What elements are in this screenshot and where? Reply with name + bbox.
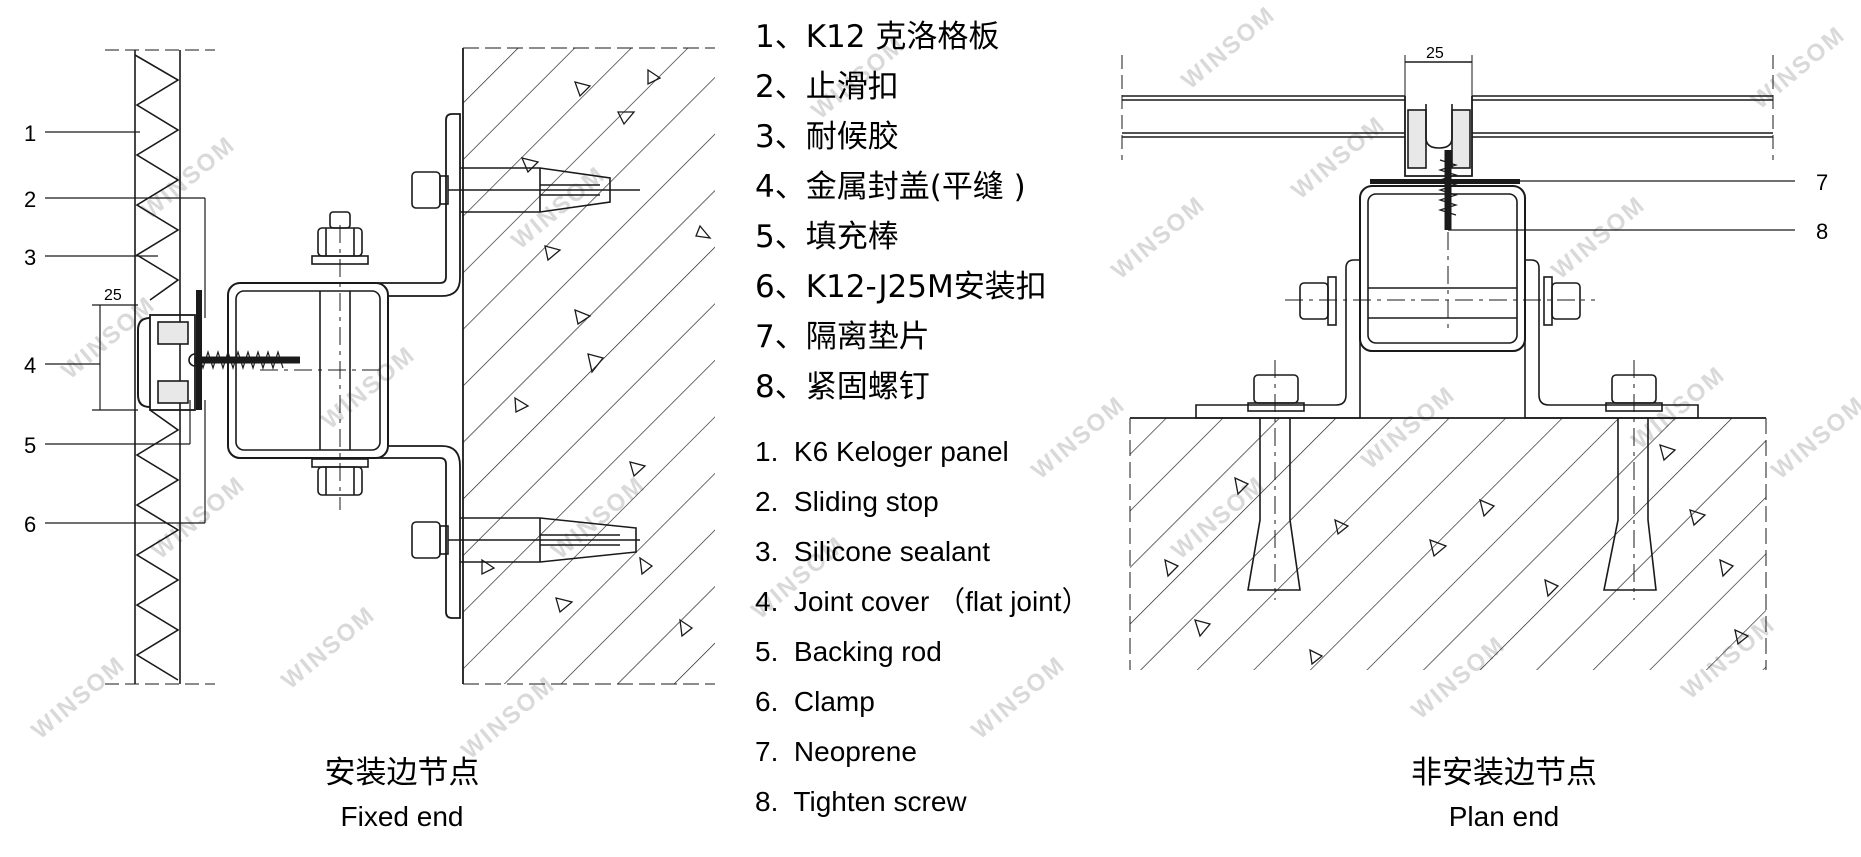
watermark-mark: WINSOM: [277, 601, 381, 695]
legend-en-item-2: 2. Sliding stop: [755, 486, 939, 517]
slab-aggregate-marks: [1164, 444, 1750, 666]
fixed-end-callout-leaders: [45, 131, 206, 524]
concrete-wall-hatch: [463, 48, 715, 684]
fixed-end-caption-en: Fixed end: [341, 801, 464, 832]
fixed-end-callout-6: 6: [24, 512, 36, 537]
legend-en-item-7: 7. Neoprene: [755, 736, 917, 767]
watermark-mark: WINSOM: [27, 651, 131, 745]
watermark-mark: WINSOM: [967, 651, 1071, 745]
fixed-end-callout-3: 3: [24, 245, 36, 270]
legend-chinese: 1、K12 克洛格板 2、止滑扣 3、耐候胶 4、金属封盖(平缝 ) 5、填充棒…: [755, 19, 1047, 405]
legend-en-item-5: 5. Backing rod: [755, 636, 942, 667]
watermark-mark: WINSOM: [147, 471, 251, 565]
concrete-slab-hatch: [1130, 418, 1766, 670]
plan-end-dimension: 25: [1426, 45, 1444, 62]
legend-zh-item-1: 1、K12 克洛格板: [755, 19, 999, 55]
fixed-end-callout-1: 1: [24, 121, 36, 146]
watermark-mark: WINSOM: [1107, 191, 1211, 285]
watermark-mark: WINSOM: [1027, 391, 1131, 485]
legend-en-item-8: 8. Tighten screw: [755, 786, 967, 817]
legend-en-item-3: 3. Silicone sealant: [755, 536, 990, 567]
watermark-mark: WINSOM: [1287, 111, 1391, 205]
legend-zh-item-2: 2、止滑扣: [755, 69, 899, 105]
concrete-aggregate-marks: [481, 68, 712, 638]
legend-zh-item-8: 8、紧固螺钉: [755, 369, 930, 405]
legend-en-item-1: 1. K6 Keloger panel: [755, 436, 1009, 467]
fixed-end-caption-zh: 安装边节点: [325, 755, 480, 791]
legend-zh-item-4: 4、金属封盖(平缝 ): [755, 169, 1026, 205]
fixed-end-dimension: 25: [104, 287, 122, 304]
plan-end-callout-7: 7: [1816, 170, 1828, 195]
legend-zh-item-6: 6、K12-J25M安装扣: [755, 269, 1047, 305]
watermark-mark: WINSOM: [1767, 391, 1861, 485]
legend-en-item-4: 4. Joint cover （flat joint）: [755, 586, 1090, 617]
plan-end-caption-en: Plan end: [1449, 801, 1560, 832]
watermark-mark: WINSOM: [1547, 191, 1651, 285]
fixed-end-callout-5: 5: [24, 433, 36, 458]
watermark-mark: WINSOM: [1177, 1, 1281, 95]
legend-en-item-6: 6. Clamp: [755, 686, 875, 717]
legend-zh-item-3: 3、耐候胶: [755, 119, 899, 155]
plan-end-callout-leaders: [1448, 180, 1795, 231]
legend-zh-item-5: 5、填充棒: [755, 219, 899, 255]
watermark-mark: WINSOM: [457, 671, 561, 765]
fixed-end-callout-4: 4: [24, 353, 36, 378]
plan-end-callout-8: 8: [1816, 219, 1828, 244]
legend-zh-item-7: 7、隔离垫片: [755, 319, 930, 355]
watermark-mark: WINSOM: [317, 341, 421, 435]
legend-english: 1. K6 Keloger panel 2. Sliding stop 3. S…: [755, 436, 1090, 817]
fixed-end-callout-2: 2: [24, 187, 36, 212]
plan-end-caption-zh: 非安装边节点: [1411, 755, 1597, 791]
